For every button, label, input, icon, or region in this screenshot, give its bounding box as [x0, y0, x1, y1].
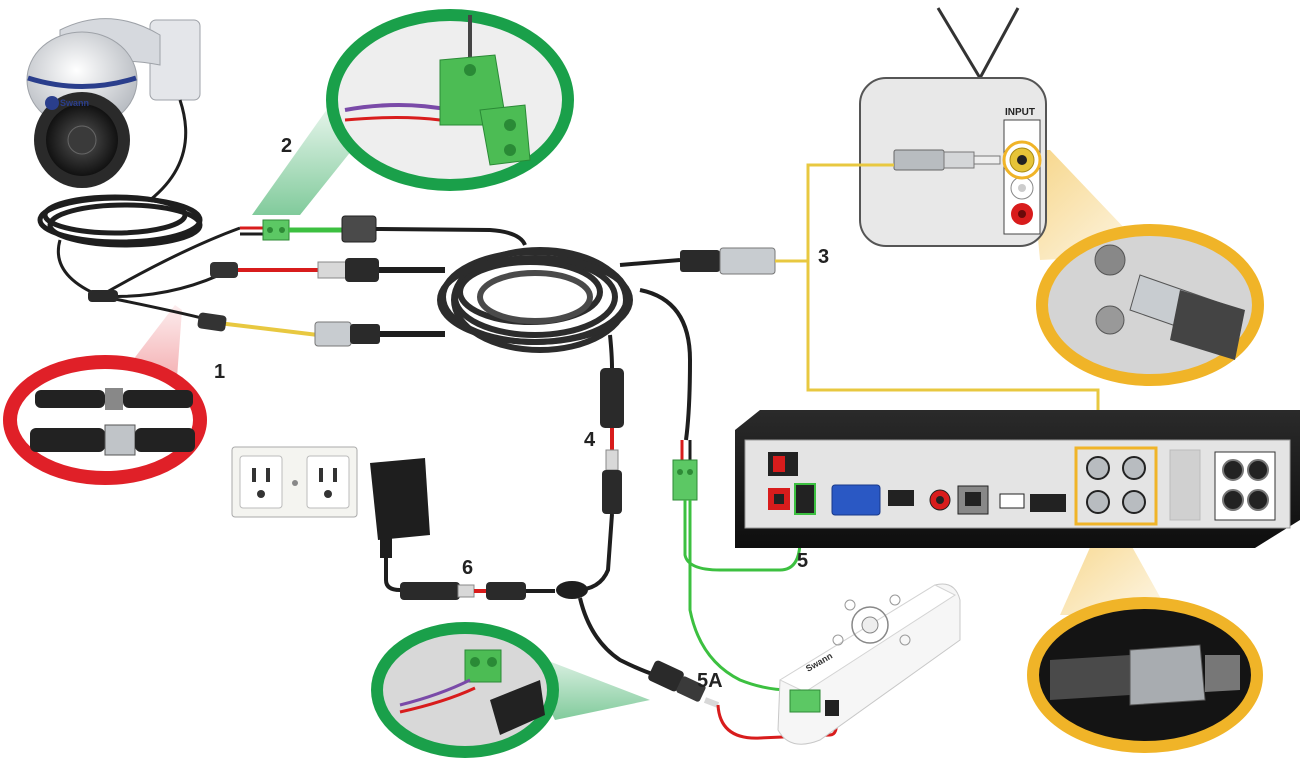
power-connector-male: [602, 470, 622, 514]
pigtail-junction: [88, 290, 118, 302]
label-step-6: 6: [462, 557, 473, 579]
main-cable-coil: [437, 247, 633, 353]
coil-power-cable: [608, 334, 614, 369]
bnc-connector-icon: [314, 321, 380, 347]
label-step-2: 2: [281, 135, 292, 157]
label-step-3: 3: [818, 246, 829, 268]
connector-5a-tip: [703, 697, 720, 708]
rj-cable: [375, 227, 527, 246]
data-wire-to-dvr: [683, 500, 802, 572]
callout-2-circle: [326, 9, 574, 191]
label-step-5a: 5A: [697, 670, 723, 692]
data-wire-to-controller: [688, 500, 791, 692]
callout-1-circle: [3, 355, 207, 485]
callout-tv-circle: [1036, 224, 1264, 386]
splitter-plug: [486, 582, 526, 600]
label-step-4: 4: [584, 429, 596, 451]
terminal-block-icon: [262, 219, 290, 241]
bnc-plug-small: [197, 312, 227, 332]
power-connector-male-jack: [605, 449, 619, 471]
callout-5a-circle: [371, 622, 559, 758]
power-splitter: [556, 581, 588, 599]
coil-data-cable: [639, 288, 693, 441]
bnc-ridges: [680, 250, 720, 272]
dvr-icon: [735, 410, 1300, 548]
tv-input-label: INPUT: [1005, 107, 1035, 118]
terminal-block-dvr-side: [672, 459, 698, 501]
camera-brand-text: Swann: [60, 98, 89, 108]
video-route-to-tv: [775, 163, 894, 263]
connector-5a-body: [676, 676, 706, 702]
ptz-controller-icon: [777, 583, 961, 745]
tv-icon: [859, 7, 1047, 247]
ptz-camera-icon: [26, 18, 201, 188]
connector-5a-plug: [648, 660, 684, 692]
callout-dvr-circle: [1027, 597, 1263, 753]
rj-connector: [341, 215, 377, 243]
adapter-plug-tip: [457, 584, 475, 598]
bnc-metal-body: [719, 247, 776, 275]
adapter-plug: [400, 582, 460, 600]
label-step-1: 1: [214, 361, 225, 383]
splitter-to-5a-cable: [578, 597, 656, 677]
dc-jack: [317, 261, 349, 279]
power-connector-female: [600, 368, 624, 428]
callout-dvr-beam: [1060, 525, 1170, 615]
power-adapter-icon: [370, 458, 430, 592]
dc-barrel: [345, 258, 379, 282]
coil-to-bnc-cable: [619, 258, 681, 267]
power-cable-down: [574, 513, 614, 592]
wall-outlet-icon: [231, 446, 358, 518]
video-pigtail: [209, 320, 319, 337]
camera-cable-coil: [37, 99, 203, 248]
dc-plug: [210, 262, 238, 278]
label-step-5: 5: [797, 550, 808, 572]
callout-2-beam: [252, 105, 352, 215]
